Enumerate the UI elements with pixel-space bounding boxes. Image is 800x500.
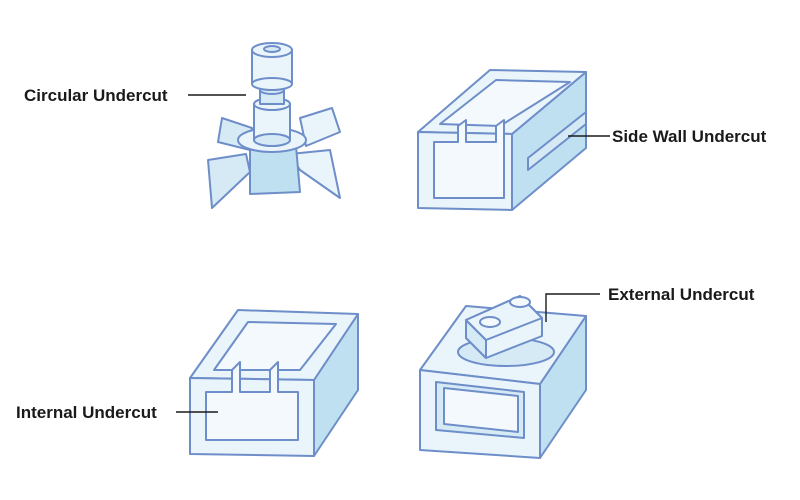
external-undercut-leader: [545, 293, 600, 322]
circular-undercut-label: Circular Undercut: [24, 86, 168, 105]
external-undercut-label: External Undercut: [608, 285, 755, 304]
side-wall-undercut-illustration: [417, 69, 587, 211]
internal-undercut-label: Internal Undercut: [16, 403, 157, 422]
internal-undercut-illustration: [189, 309, 359, 457]
external-undercut-illustration: [419, 295, 587, 459]
side-wall-undercut-label: Side Wall Undercut: [612, 127, 767, 146]
circular-undercut-illustration: [207, 42, 341, 209]
